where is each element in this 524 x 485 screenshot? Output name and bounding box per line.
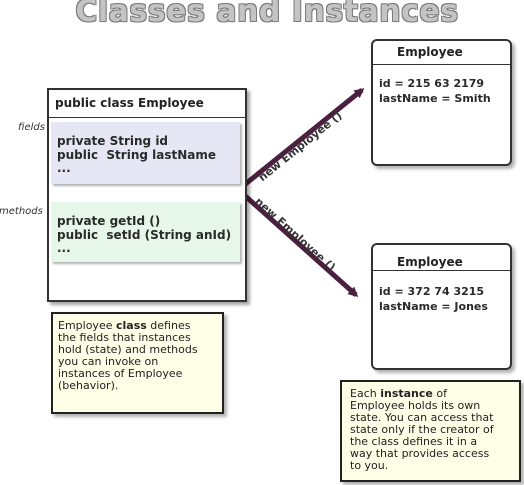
class-note-line: hold (state) and methods: [58, 343, 198, 356]
fields-panel: [51, 122, 240, 184]
instance-note-line: state. You can access that: [350, 411, 494, 424]
diagram-title: Classes and Instances: [75, 0, 459, 29]
instance-note: Each instance of Employee holds its own …: [340, 380, 521, 482]
fields-label: fields: [18, 122, 45, 133]
method-line: ...: [57, 241, 71, 255]
class-box: [47, 88, 247, 302]
instance-box-smith: [371, 39, 512, 166]
instance-box-jones: [371, 243, 512, 370]
class-note-line: the fields that instances: [58, 331, 191, 344]
field-line: ...: [57, 161, 71, 175]
class-note-line: instances of Employee: [58, 367, 183, 380]
instance-id: id = 215 63 2179: [379, 77, 485, 90]
instance-id: id = 372 74 3215: [379, 285, 485, 298]
instance-divider: [373, 270, 510, 271]
class-header-divider: [49, 117, 245, 118]
instance-note-line: to you.: [350, 459, 389, 472]
method-line: private getId (): [57, 214, 161, 228]
instance-note-line: Each instance of: [350, 387, 447, 400]
instance-note-line: way that provides access: [350, 447, 490, 460]
instance-note-line: Employee holds its own: [350, 399, 481, 412]
field-line: public String lastName: [57, 148, 217, 162]
instance-note-line: the class defines it in a: [350, 435, 478, 448]
class-note-line: (behavior).: [58, 379, 119, 392]
instance-title: Employee: [397, 255, 463, 269]
class-header: public class Employee: [55, 96, 204, 110]
class-note-line: you can invoke on: [58, 355, 159, 368]
instance-divider: [373, 64, 510, 65]
arrow-to-instance2: [241, 192, 359, 297]
methods-panel: [51, 202, 240, 262]
class-note: Employee class defines the fields that i…: [51, 312, 224, 414]
arrow-to-instance1: [241, 88, 365, 188]
instance-lastname: lastName = Smith: [379, 92, 491, 105]
methods-label: methods: [0, 206, 43, 217]
class-note-line: Employee class defines: [58, 319, 191, 332]
field-line: private String id: [57, 134, 169, 148]
instance-note-line: state only if the creator of: [350, 423, 494, 436]
instance-title: Employee: [397, 45, 463, 59]
method-line: public setId (String anId): [57, 228, 232, 242]
instance-lastname: lastName = Jones: [379, 300, 488, 313]
